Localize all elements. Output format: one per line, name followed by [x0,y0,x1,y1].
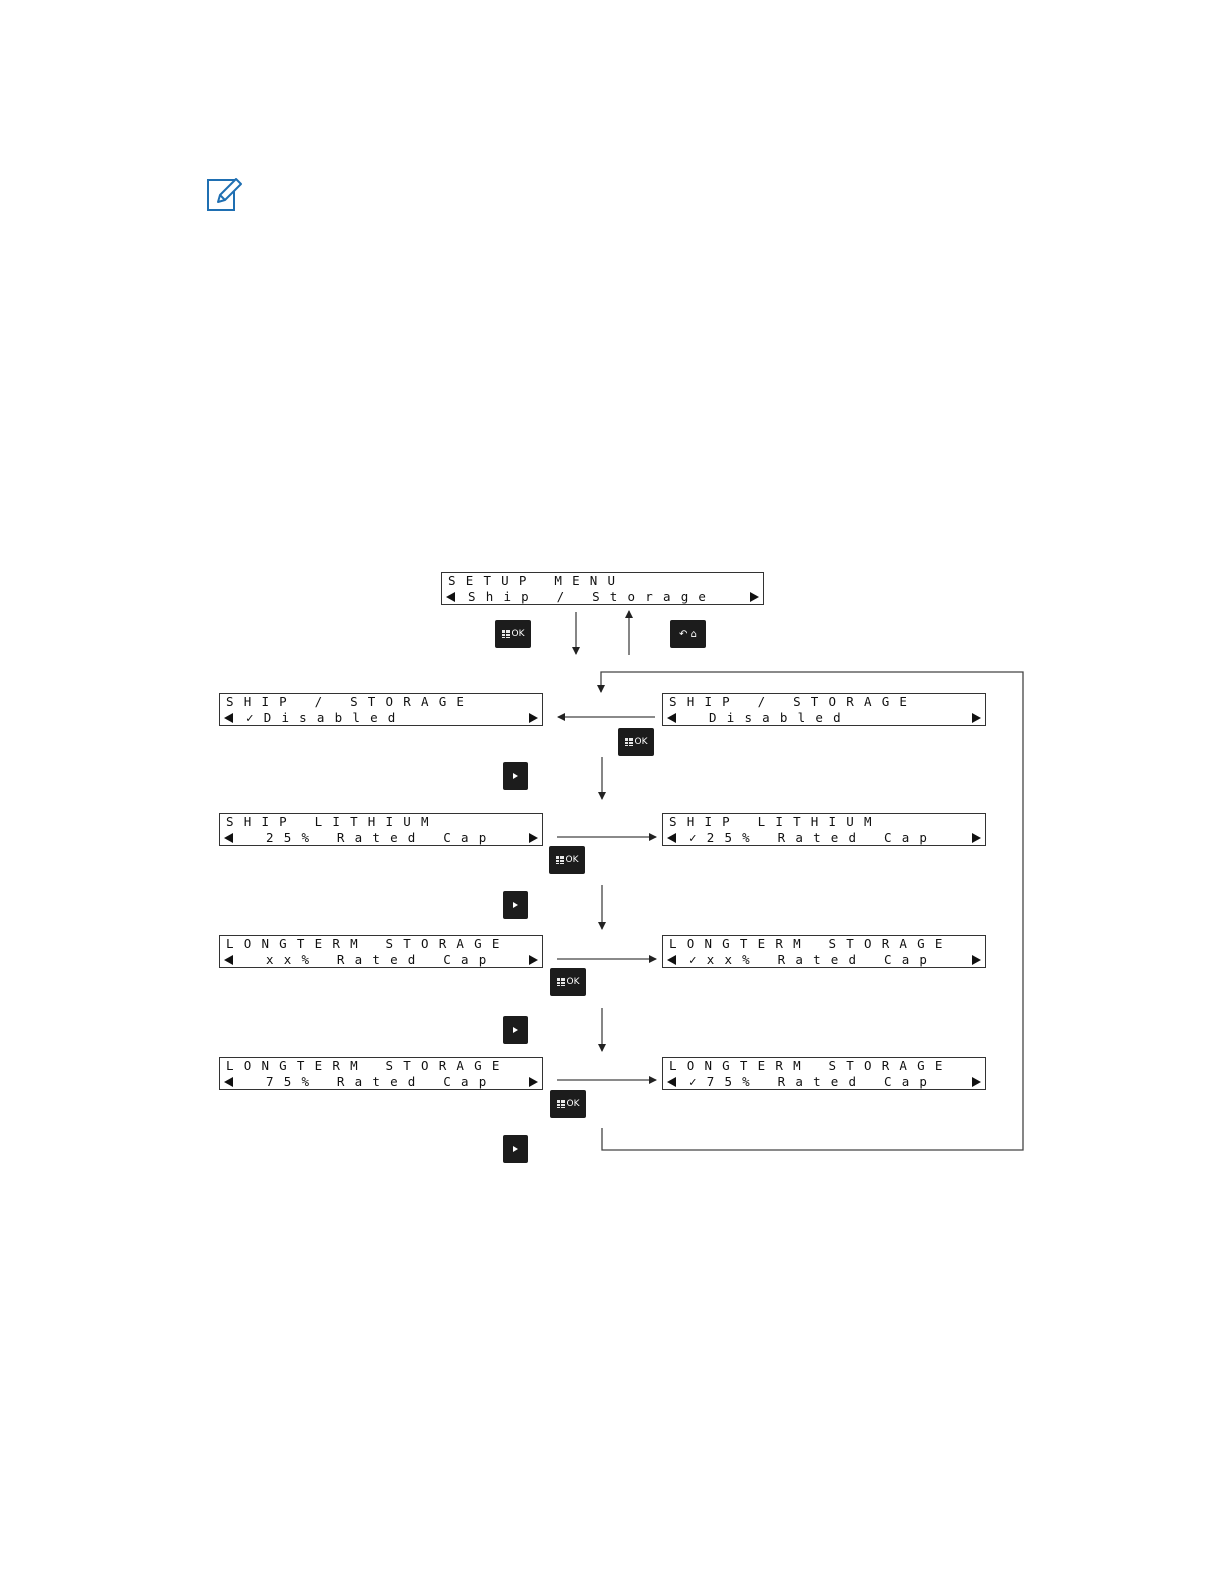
left-arrow-icon [667,833,676,843]
right-arrow-icon [529,1077,538,1087]
play-right-icon [513,1027,518,1033]
lcd-line-2: 25% Rated Cap [266,830,497,845]
play-right-icon [513,902,518,908]
lcd-line-1: LONGTERM STORAGE [669,1058,953,1073]
lcd-line-2: ✓xx% Rated Cap [689,952,938,967]
left-arrow-icon [224,833,233,843]
lcd-line-1: LONGTERM STORAGE [226,1058,510,1073]
right-arrow-icon [972,833,981,843]
right-arrow-icon [750,592,759,602]
lcd-longterm-75-checked: LONGTERM STORAGE ✓75% Rated Cap [662,1057,986,1090]
lcd-line-2: Disabled [709,710,851,725]
left-arrow-icon [446,592,455,602]
lcd-line-2: 75% Rated Cap [266,1074,497,1089]
next-key [503,1016,528,1044]
loop-line-bottom [601,690,1024,1151]
menu-grid-icon [556,978,565,986]
lcd-line-2: ✓25% Rated Cap [689,830,938,845]
lcd-ship-lithium-checked: SHIP LITHIUM ✓25% Rated Cap [662,813,986,846]
right-arrow-icon [972,713,981,723]
ok-key: OK [550,968,586,996]
lcd-line-1: LONGTERM STORAGE [669,936,953,951]
left-arrow-icon [224,713,233,723]
left-arrow-icon [667,713,676,723]
lcd-line-2: ✓75% Rated Cap [689,1074,938,1089]
loop-line-top [597,671,1024,693]
lcd-line-1: SHIP / STORAGE [226,694,475,709]
lcd-setup-menu: SETUP MENU Ship / Storage [441,572,764,605]
lcd-ship-lithium: SHIP LITHIUM 25% Rated Cap [219,813,543,846]
right-arrow-icon [529,713,538,723]
ok-key-label: OK [565,855,579,865]
ok-key: OK [495,620,531,648]
lcd-line-2: Ship / Storage [468,589,717,604]
lcd-ship-storage: SHIP / STORAGE Disabled [662,693,986,726]
right-arrow-icon [972,1077,981,1087]
next-key [503,1135,528,1163]
note-pencil-icon [207,178,242,211]
right-arrow-icon [529,833,538,843]
left-arrow-icon [667,955,676,965]
lcd-line-1: LONGTERM STORAGE [226,936,510,951]
lcd-longterm-xx-checked: LONGTERM STORAGE ✓xx% Rated Cap [662,935,986,968]
lcd-ship-storage-checked: SHIP / STORAGE ✓Disabled [219,693,543,726]
lcd-line-1: SHIP LITHIUM [669,814,882,829]
menu-grid-icon [501,630,510,638]
next-key [503,762,528,790]
lcd-line-1: SHIP LITHIUM [226,814,439,829]
lcd-line-2: xx% Rated Cap [266,952,497,967]
lcd-line-1: SETUP MENU [448,573,626,588]
lcd-longterm-xx: LONGTERM STORAGE xx% Rated Cap [219,935,543,968]
ok-key-label: OK [511,629,525,639]
lcd-longterm-75: LONGTERM STORAGE 75% Rated Cap [219,1057,543,1090]
ok-key: OK [618,728,654,756]
ok-key: OK [549,846,585,874]
next-key [503,891,528,919]
menu-grid-icon [556,1100,565,1108]
ok-key: OK [550,1090,586,1118]
right-arrow-icon [972,955,981,965]
back-home-label: ↶ ⌂ [679,628,697,640]
menu-grid-icon [555,856,564,864]
left-arrow-icon [667,1077,676,1087]
lcd-line-1: SHIP / STORAGE [669,694,918,709]
back-home-key: ↶ ⌂ [670,620,706,648]
right-arrow-icon [529,955,538,965]
ok-key-label: OK [566,1099,580,1109]
play-right-icon [513,773,518,779]
left-arrow-icon [224,955,233,965]
play-right-icon [513,1146,518,1152]
left-arrow-icon [224,1077,233,1087]
ok-key-label: OK [566,977,580,987]
lcd-line-2: ✓Disabled [246,710,406,725]
ok-key-label: OK [634,737,648,747]
menu-grid-icon [624,738,633,746]
